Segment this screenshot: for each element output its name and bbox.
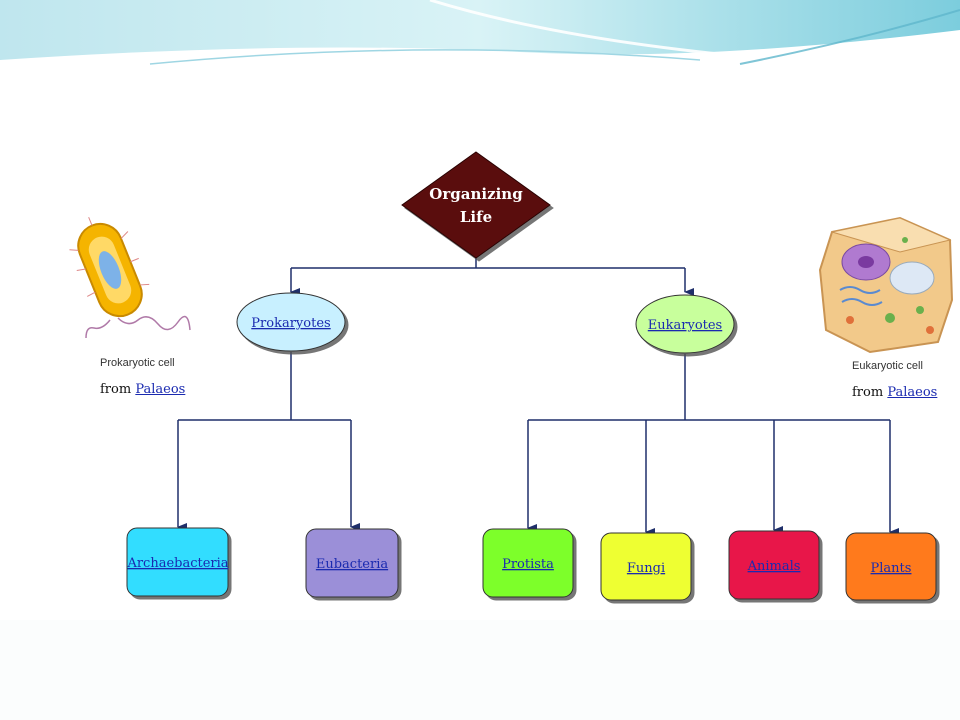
eubacteria-link[interactable]: Eubacteria: [316, 557, 389, 572]
root-node: Organizing Life: [401, 151, 551, 259]
kingdom-plants[interactable]: Plants: [845, 532, 937, 601]
eukaryotic-cell-icon: [818, 216, 954, 354]
kingdom-animals[interactable]: Animals: [728, 530, 820, 600]
domain-eukaryotes[interactable]: Eukaryotes: [635, 294, 735, 354]
archaebacteria-link[interactable]: Archaebacteria: [126, 556, 228, 571]
eukaryotic-cell-caption: Eukaryotic cell: [852, 360, 923, 372]
kingdom-fungi[interactable]: Fungi: [600, 532, 692, 601]
eukaryotes-link[interactable]: Eukaryotes: [648, 318, 722, 333]
plants-link[interactable]: Plants: [871, 561, 912, 576]
footer-band: [0, 620, 960, 720]
root-diamond: [401, 151, 551, 259]
root-label-line1: Organizing: [429, 185, 523, 203]
root-label-line2: Life: [460, 208, 492, 226]
header-banner: [0, 0, 960, 66]
animals-link[interactable]: Animals: [747, 559, 801, 574]
connectors: [177, 258, 899, 536]
protista-link[interactable]: Protista: [502, 557, 554, 572]
domain-prokaryotes[interactable]: Prokaryotes: [236, 292, 346, 352]
prokaryotic-palaeos-link[interactable]: Palaeos: [135, 382, 186, 397]
prokaryotic-from-text: from: [100, 382, 132, 397]
prokaryotic-source-line: from Palaeos: [100, 382, 185, 397]
fungi-link[interactable]: Fungi: [627, 561, 665, 576]
kingdom-protista[interactable]: Protista: [482, 528, 574, 598]
kingdom-eubacteria[interactable]: Eubacteria: [305, 528, 399, 598]
prokaryotic-cell-caption: Prokaryotic cell: [100, 357, 175, 369]
eukaryotic-from-text: from: [852, 385, 884, 400]
prokaryotic-cell-icon: [69, 216, 191, 339]
eukaryotic-source-line: from Palaeos: [852, 385, 937, 400]
prokaryotes-link[interactable]: Prokaryotes: [251, 316, 330, 331]
eukaryotic-palaeos-link[interactable]: Palaeos: [887, 385, 938, 400]
kingdom-archaebacteria[interactable]: Archaebacteria: [126, 527, 229, 597]
